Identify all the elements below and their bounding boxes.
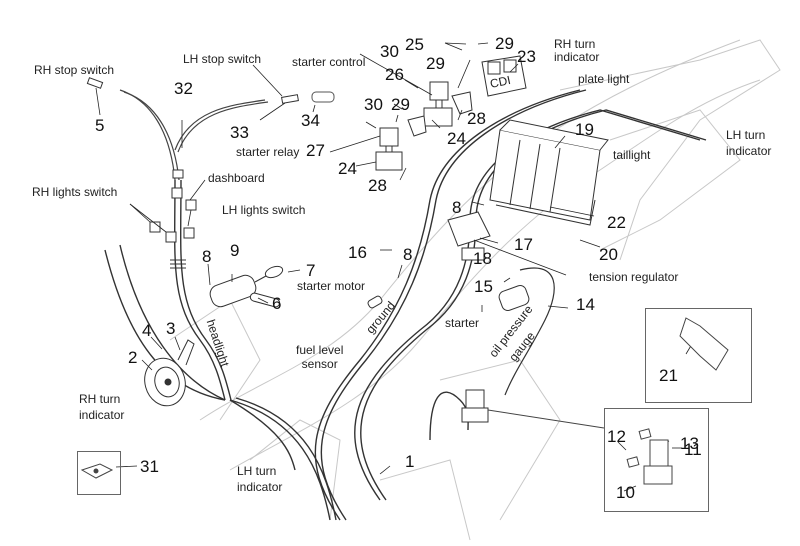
label-starter-motor: starter motor: [297, 279, 366, 293]
callout-2: 2: [128, 348, 138, 367]
callout-29c: 29: [391, 95, 410, 114]
callout-29b: 29: [426, 54, 445, 73]
callout-31: 31: [140, 457, 159, 476]
label-fuel-level-line2: sensor: [301, 357, 338, 371]
callout-30a: 30: [380, 42, 399, 61]
callout-3: 3: [166, 319, 176, 338]
callout-4: 4: [142, 321, 152, 340]
label-lh-turn-indicator-bottom-line2: indicator: [237, 480, 283, 494]
callout-17: 17: [514, 235, 533, 254]
voltage-regulator: [447, 211, 491, 261]
label-lh-lights-switch: LH lights switch: [222, 203, 306, 217]
label-starter-relay: starter relay: [236, 145, 300, 159]
label-rh-lights-switch: RH lights switch: [32, 185, 118, 199]
horn: [144, 339, 195, 407]
callout-28a: 28: [467, 109, 486, 128]
relay-brackets: [407, 91, 473, 137]
label-lh-turn-indicator-right-line2: indicator: [726, 144, 772, 158]
label-rh-turn-indicator-top-line2: indicator: [554, 50, 600, 64]
callout-13: 13: [680, 434, 699, 453]
label-lh-turn-indicator-bottom-line1: LH turn: [237, 464, 277, 478]
callout-14: 14: [576, 295, 595, 314]
callout-34: 34: [301, 111, 320, 130]
fuse-detail-leader: [487, 409, 605, 429]
label-fuel-level-sensor: fuel level sensor: [296, 343, 343, 371]
callout-6: 6: [272, 294, 282, 313]
callout-27: 27: [306, 141, 325, 160]
callout-11: 11: [684, 440, 702, 459]
callout-21: 21: [659, 366, 678, 385]
callout-12: 12: [607, 427, 626, 446]
callout-9: 9: [230, 241, 240, 260]
clip-21-drawing: [679, 317, 729, 371]
callout-19: 19: [575, 120, 594, 139]
label-fuel-level-line1: fuel level: [296, 343, 344, 357]
label-rh-stop-switch: RH stop switch: [34, 63, 115, 77]
stop-switch-rh: [86, 77, 104, 89]
rubber-boot-34: [311, 91, 335, 103]
label-rh-turn-indicator-top: RH turn indicator: [554, 38, 599, 64]
fuse-detail-drawing: [626, 428, 673, 485]
callout-15: 15: [474, 277, 493, 296]
harness-wrap: [170, 259, 186, 269]
callout-25: 25: [405, 35, 424, 54]
oil-pressure-cable: [504, 267, 555, 396]
label-rh-turn-indicator-left: RH turn indicator: [79, 391, 124, 423]
callout-23: 23: [517, 47, 536, 66]
callout-16: 16: [348, 243, 367, 262]
battery: [489, 119, 609, 221]
callout-8c: 8: [202, 247, 212, 266]
callout-8b: 8: [403, 245, 413, 264]
callout-7: 7: [306, 261, 316, 280]
callout-29a: 29: [495, 34, 514, 53]
label-plate-light: plate light: [578, 72, 630, 86]
label-rh-turn-indicator-left-line1: RH turn: [79, 392, 121, 406]
label-lh-turn-indicator-right-line1: LH turn: [726, 128, 766, 142]
label-taillight: taillight: [613, 148, 651, 162]
callout-28b: 28: [368, 176, 387, 195]
starter-control-relay: [423, 81, 453, 127]
inset-clip-21: [645, 308, 752, 403]
callout-10: 10: [616, 483, 635, 502]
stop-switch-lh: [281, 94, 299, 104]
callout-22: 22: [607, 213, 626, 232]
light-switch-connectors: [149, 169, 197, 243]
fuse-holder: [461, 389, 489, 423]
label-lh-turn-indicator-bottom: LH turn indicator: [237, 463, 282, 495]
callout-30b: 30: [364, 95, 383, 114]
inset-fuse-holder: [604, 408, 709, 512]
clip-nut-31-drawing: [80, 463, 114, 479]
label-rh-turn-indicator-top-line1: RH turn: [554, 37, 596, 51]
callout-5: 5: [95, 116, 105, 135]
callout-26: 26: [385, 65, 404, 84]
callout-32: 32: [174, 79, 193, 98]
label-tension-regulator: tension regulator: [589, 270, 679, 284]
leader-lines: [95, 42, 693, 492]
battery-bracket: [495, 199, 596, 226]
label-starter-control: starter control: [292, 55, 366, 69]
callout-18: 18: [473, 249, 492, 268]
ignition-switch: [209, 265, 284, 308]
label-starter: starter: [445, 316, 480, 330]
callout-33: 33: [230, 123, 249, 142]
starter-relay: [375, 127, 403, 171]
inset-clip-nut-31: [77, 451, 121, 495]
callout-8a: 8: [452, 198, 462, 217]
starter-motor: [367, 285, 530, 311]
callout-20: 20: [599, 245, 618, 264]
callout-1: 1: [405, 452, 415, 471]
cdi-label: CDI: [489, 73, 512, 91]
label-lh-stop-switch: LH stop switch: [183, 52, 262, 66]
callout-24b: 24: [338, 159, 357, 178]
label-rh-turn-indicator-left-line2: indicator: [79, 408, 125, 422]
stop-switch-cables: [119, 89, 269, 181]
callout-24a: 24: [447, 129, 466, 148]
label-dashboard: dashboard: [208, 171, 265, 185]
label-lh-turn-indicator-right: LH turn indicator: [726, 127, 771, 159]
cdi-unit: [481, 55, 527, 97]
